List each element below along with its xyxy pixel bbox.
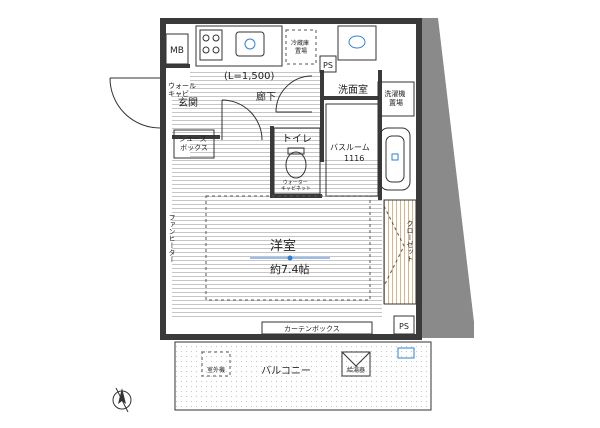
fan-heater-label: ファンヒーター [168,214,176,263]
toilet-cabinet-label: ウォーター キャビネット [281,179,311,192]
shoe-box-label: シューズ ボックス [179,134,209,152]
fridge-label-1: 冷蔵庫 [291,39,309,47]
balcony-label: バルコニー [261,365,311,377]
kitchen-sink [235,31,265,57]
mb-label: MB [170,46,184,56]
fridge-label: 冷蔵庫 置場 [291,39,311,55]
toilet-room [273,127,321,195]
washer-label-1: 洗濯機 [384,89,405,98]
ac-unit-space [201,351,231,377]
fridge-label-2: 置場 [295,47,307,55]
balcony-outline [174,341,432,411]
washer-space [377,81,415,117]
bathroom-label-1: バスルーム [330,143,370,152]
water-heater [341,351,371,377]
shoe-box [173,129,215,159]
toilet-cabinet-label-2: キャビネット [281,185,311,192]
washer-label: 洗濯機 置場 [384,89,407,107]
pipe-space-top [319,55,337,73]
ps-top-label: PS [323,61,333,70]
wash-basin [337,25,377,61]
western-room-label: 洋室 [270,238,296,254]
fan-heater-outline [205,195,371,301]
entrance-label: 玄関 [178,96,198,109]
wall-cabinet-label-2: キャビ [168,89,189,98]
stove [199,29,223,61]
bathroom-label-2: 1116 [344,154,364,163]
wall-cabinet-label-1: ウォール [168,82,196,90]
balcony-floor [175,342,431,410]
bathroom-label: バスルーム 1116 [330,143,372,163]
room-door[interactable] [275,75,313,113]
curtain-box [261,321,373,335]
balcony-outlet [397,347,415,359]
closet-label: クローゼット [406,220,414,262]
closet [383,199,417,305]
toilet-label: トイレ [282,134,312,145]
western-room-floor [172,160,382,318]
kitchen-counter [195,25,283,67]
curtain-box-label: カーテンボックス [284,325,340,333]
water-heater-label: 給湯器 [347,366,365,374]
toilet-cabinet-label-1: ウォーター [283,179,308,186]
hallway-door[interactable] [221,99,263,141]
washroom-label: 洗面室 [338,83,368,96]
entrance-door[interactable] [109,77,161,129]
room-size-label: 約7.4帖 [270,262,310,276]
washer-label-2: 置場 [389,98,403,107]
ps-bottom-label: PS [399,322,409,331]
ac-unit-label: 室外機 [207,366,225,374]
entrance-floor [172,95,222,135]
hallway-label: 廊下 [256,90,276,103]
shoe-box-label-1: シューズ [179,134,207,143]
north-compass-icon [112,387,132,413]
meter-box [165,33,189,65]
fridge-space [285,29,317,65]
exterior-wall-right [422,18,474,338]
shoe-box-label-2: ボックス [180,144,208,152]
wall-cabinet-label: ウォール キャビ [168,82,198,98]
bathtub [379,127,411,191]
toilet-bowl [285,151,307,179]
counter-length-label: (L=1,500) [224,71,274,82]
pipe-space-bottom [393,315,415,335]
